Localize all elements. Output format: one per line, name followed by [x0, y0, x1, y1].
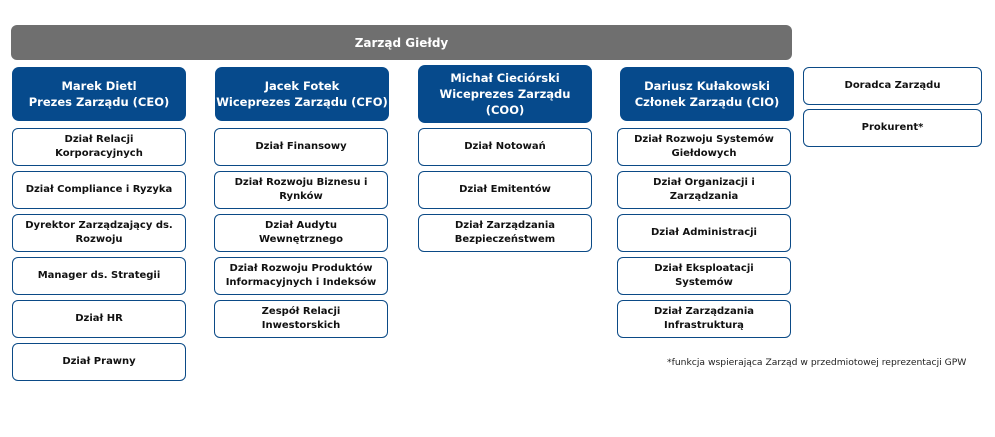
dept-box: Dział Finansowy [214, 128, 388, 166]
cio-name: Dariusz Kułakowski [644, 79, 770, 93]
proxy-box: Prokurent* [803, 109, 982, 147]
dept-box: Dział Administracji [617, 214, 791, 252]
dept-box: Dział Emitentów [418, 171, 592, 209]
dept-box: Dział Rozwoju Produktów Informacyjnych i… [214, 257, 388, 295]
dept-box: Dział Relacji Korporacyjnych [12, 128, 186, 166]
dept-label: Dział HR [75, 313, 123, 324]
dept-label: Dział Audytu Wewnętrznego [258, 220, 344, 245]
dept-box: Dział Organizacji i Zarządzania [617, 171, 791, 209]
dept-label: Dział Finansowy [255, 141, 347, 152]
dept-label: Dział Administracji [651, 227, 757, 238]
dept-box: Dział HR [12, 300, 186, 338]
dept-box: Dział Zarządzania Infrastrukturą [617, 300, 791, 338]
dept-box: Dział Zarządzania Bezpieczeństwem [418, 214, 592, 252]
dept-box: Dział Prawny [12, 343, 186, 381]
dept-label: Dział Relacji Korporacyjnych [55, 134, 143, 159]
dept-label: Dział Organizacji i Zarządzania [653, 177, 755, 202]
cio-header: Dariusz Kułakowski Członek Zarządu (CIO) [620, 67, 794, 121]
proxy-label: Prokurent* [861, 122, 924, 133]
dept-label: Dział Zarządzania Infrastrukturą [653, 306, 754, 331]
dept-label: Dział Zarządzania Bezpieczeństwem [454, 220, 556, 245]
dept-label: Zespół Relacji Inwestorskich [261, 306, 341, 331]
dept-label: Dział Compliance i Ryzyka [25, 184, 173, 195]
dept-label: Manager ds. Strategii [37, 270, 161, 281]
ceo-role: Prezes Zarządu (CEO) [28, 95, 170, 109]
coo-role: Wiceprezes Zarządu [439, 87, 571, 101]
dept-label: Dział Rozwoju Systemów Giełdowych [634, 134, 774, 159]
coo-header: Michał Cieciórski Wiceprezes Zarządu (CO… [418, 65, 592, 123]
footnote: *funkcja wspierająca Zarząd w przedmioto… [667, 357, 967, 368]
cio-role: Członek Zarządu (CIO) [634, 95, 780, 109]
dept-box: Dział Rozwoju Biznesu i Rynków [214, 171, 388, 209]
advisor-box: Doradca Zarządu [803, 67, 982, 105]
dept-box: Dział Rozwoju Systemów Giełdowych [617, 128, 791, 166]
cfo-role: Wiceprezes Zarządu (CFO) [216, 95, 388, 109]
dept-box: Dział Compliance i Ryzyka [12, 171, 186, 209]
dept-label: Dział Prawny [62, 356, 136, 367]
dept-label: Dział Rozwoju Biznesu i Rynków [234, 177, 368, 202]
coo-name: Michał Cieciórski [450, 71, 560, 85]
management-board-title: Zarząd Giełdy [354, 35, 449, 50]
cfo-header: Jacek Fotek Wiceprezes Zarządu (CFO) [215, 67, 389, 121]
dept-box: Manager ds. Strategii [12, 257, 186, 295]
dept-label: Dział Rozwoju Produktów Informacyjnych i… [225, 263, 377, 288]
dept-label: Dział Notowań [464, 141, 546, 152]
coo-role-suffix: (COO) [485, 103, 525, 117]
advisor-label: Doradca Zarządu [844, 80, 941, 91]
dept-box: Dział Notowań [418, 128, 592, 166]
dept-label: Dział Eksploatacji Systemów [654, 263, 754, 288]
dept-label: Dyrektor Zarządzający ds. Rozwoju [25, 220, 173, 245]
management-board-banner: Zarząd Giełdy [11, 25, 792, 60]
ceo-header: Marek Dietl Prezes Zarządu (CEO) [12, 67, 186, 121]
dept-box: Dział Eksploatacji Systemów [617, 257, 791, 295]
ceo-name: Marek Dietl [61, 79, 137, 93]
dept-box: Dział Audytu Wewnętrznego [214, 214, 388, 252]
dept-box: Dyrektor Zarządzający ds. Rozwoju [12, 214, 186, 252]
dept-box: Zespół Relacji Inwestorskich [214, 300, 388, 338]
dept-label: Dział Emitentów [459, 184, 551, 195]
cfo-name: Jacek Fotek [264, 79, 340, 93]
